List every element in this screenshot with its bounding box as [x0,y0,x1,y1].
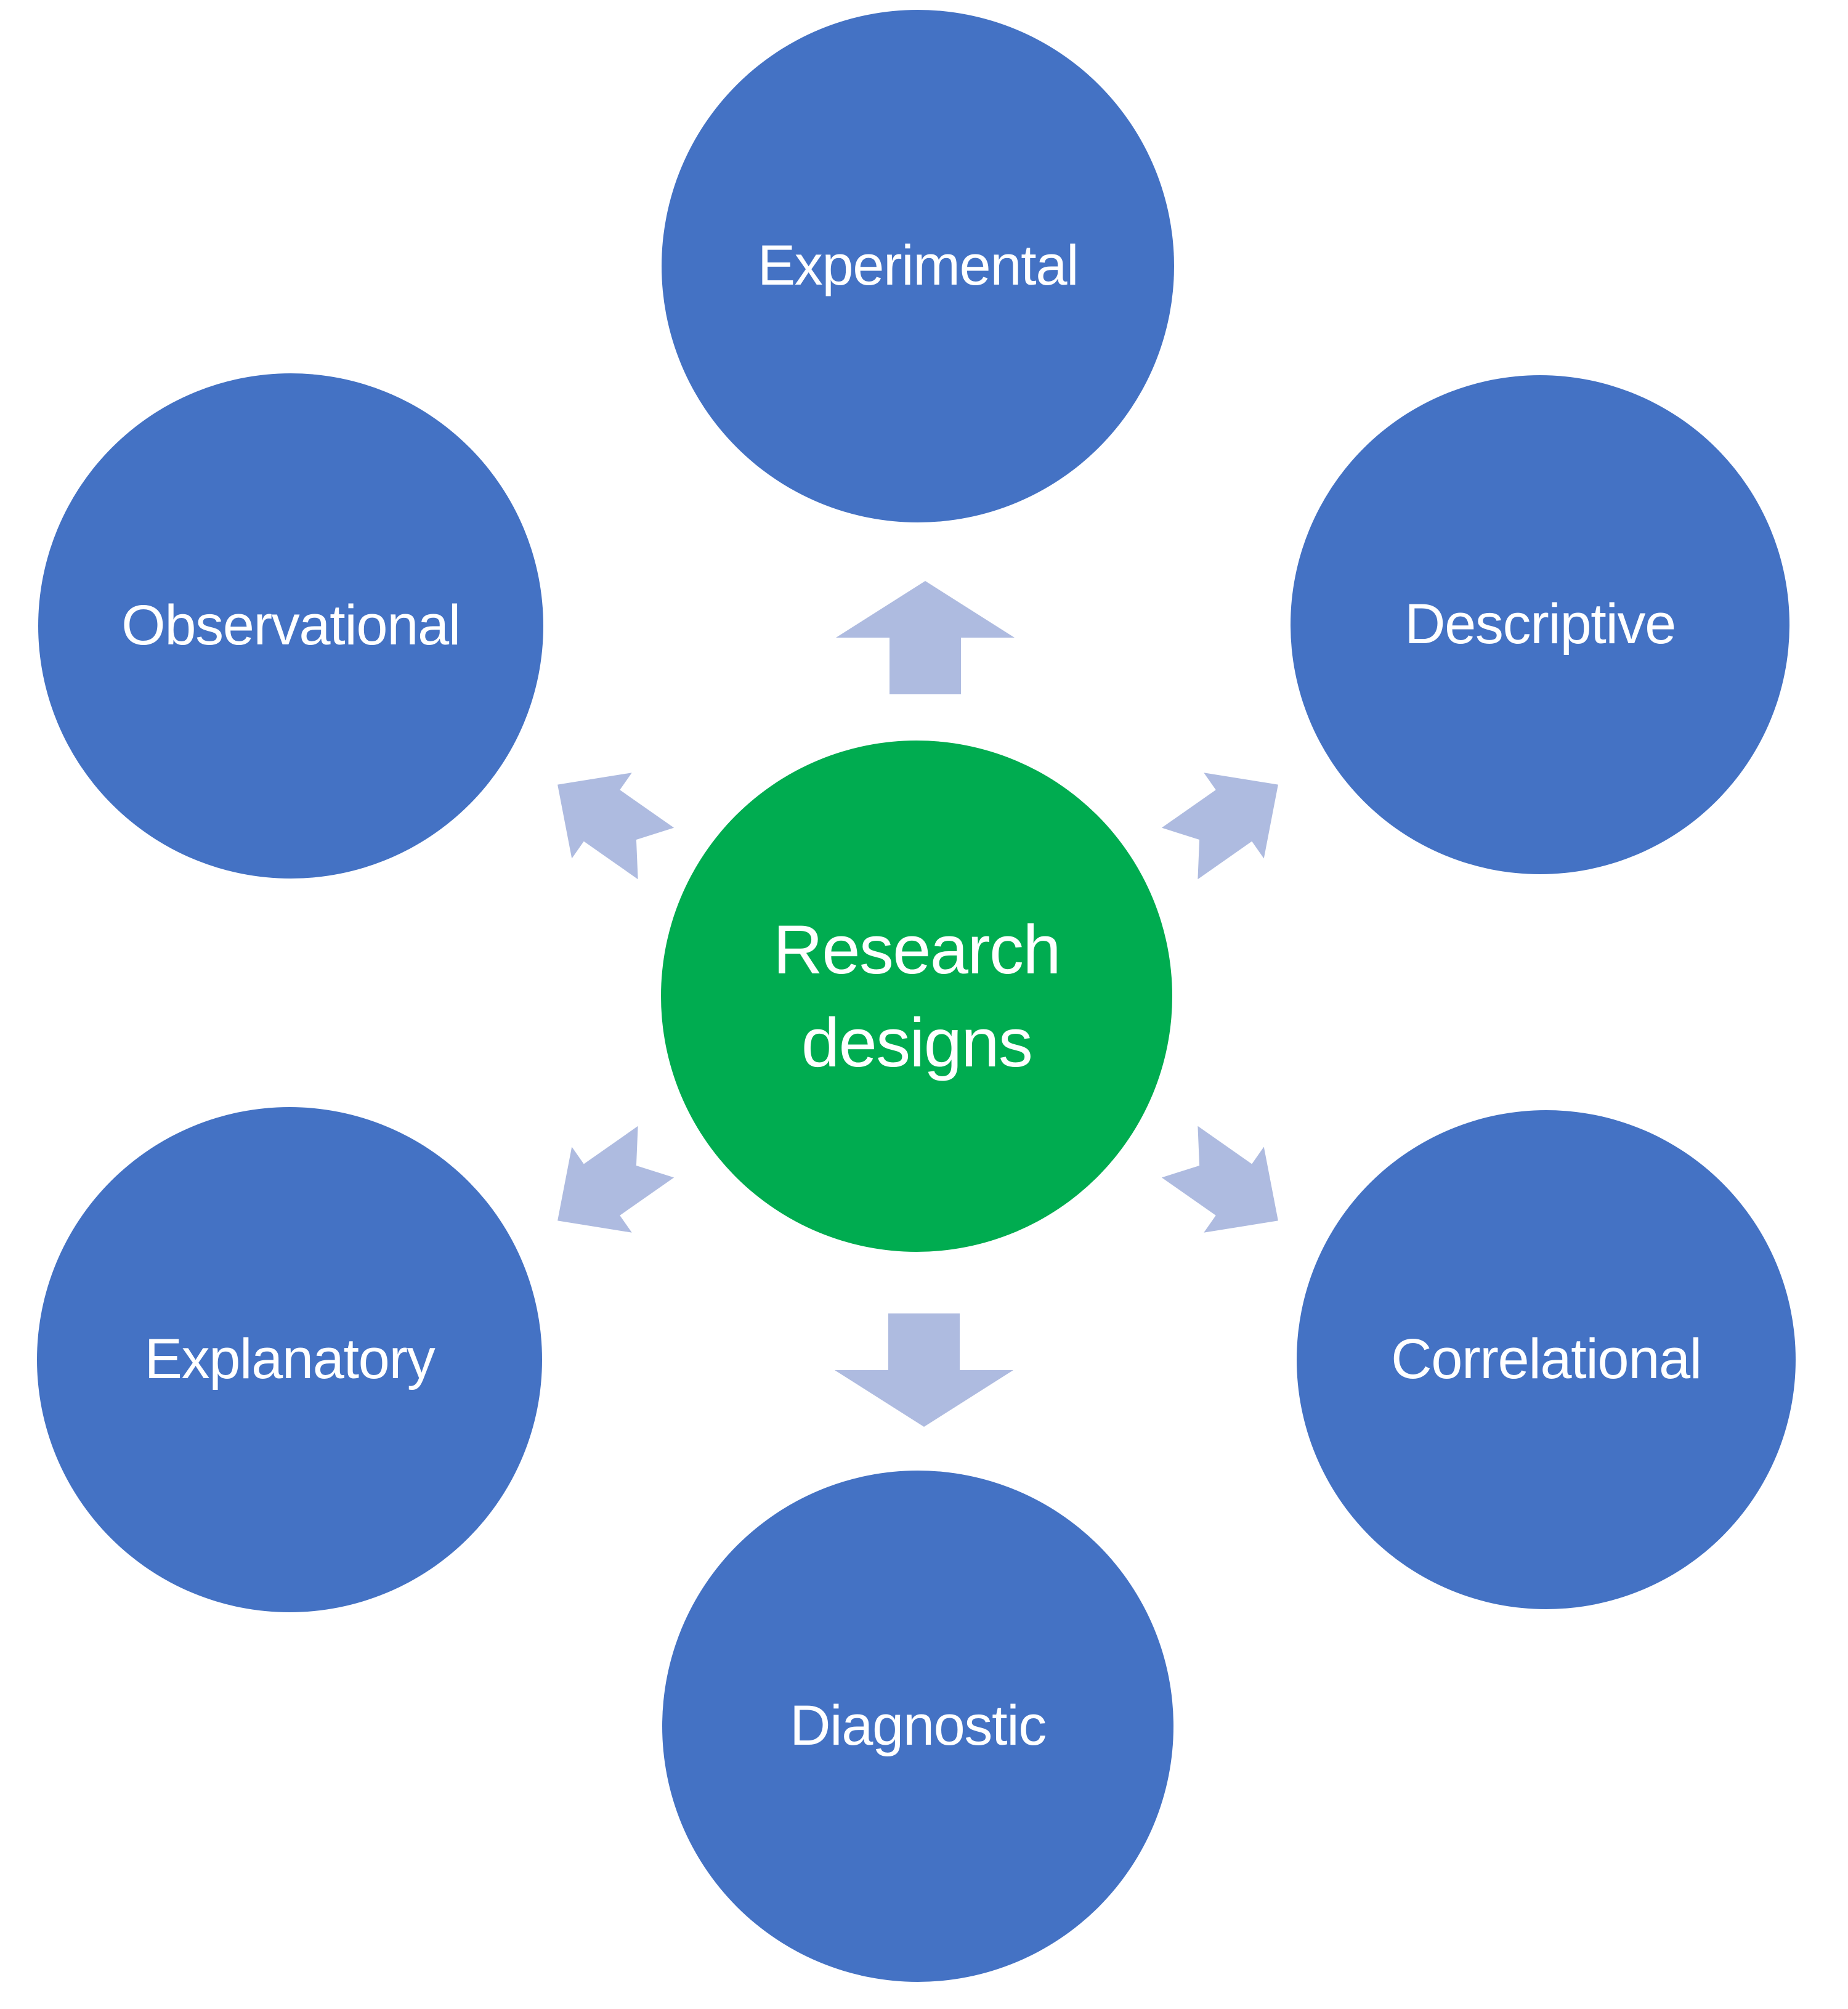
arrow-up-icon [836,581,1015,694]
node-label: Explanatory [144,1328,436,1391]
node-circle-experimental: Experimental [662,10,1174,522]
node-circle-correlational: Correlational [1297,1110,1796,1609]
radial-arrow-up [836,581,1015,694]
center-circle-research-designs: Research designs [661,741,1172,1252]
arrow-up-right-icon [1161,773,1278,880]
arrow-down-left-icon [557,1126,675,1233]
radial-arrow-up-right [1149,742,1308,896]
node-label: Diagnostic [790,1694,1047,1758]
center-label: Research designs [773,911,1061,1081]
node-label: Descriptive [1404,593,1676,656]
arrow-down-icon [835,1313,1013,1427]
node-circle-observational: Observational [38,373,543,879]
arrow-down-right-icon [1161,1126,1278,1233]
radial-arrow-up-left [527,742,686,896]
node-circle-explanatory: Explanatory [37,1107,542,1612]
node-label: Experimental [757,234,1079,298]
radial-arrow-down-left [527,1109,686,1264]
node-circle-descriptive: Descriptive [1291,375,1789,874]
arrow-up-left-icon [557,773,675,880]
node-circle-diagnostic: Diagnostic [662,1471,1173,1982]
node-label: Observational [121,594,461,657]
radial-arrow-down [835,1313,1013,1427]
node-label: Correlational [1391,1328,1702,1391]
radial-arrow-down-right [1149,1109,1308,1264]
